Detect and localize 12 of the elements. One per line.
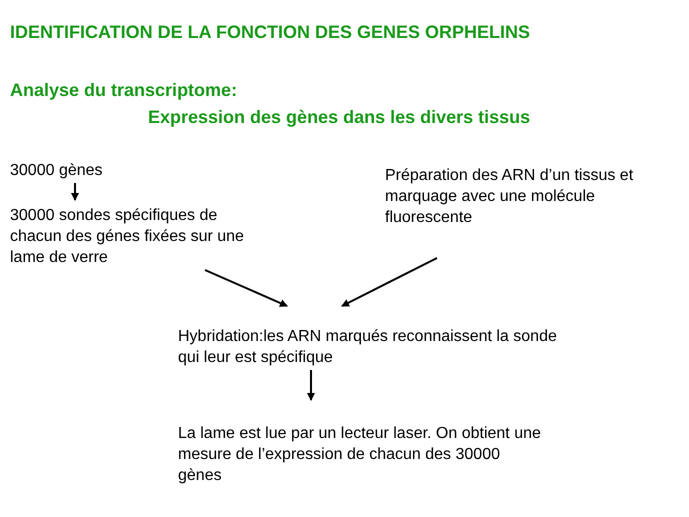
arrow bbox=[204, 269, 288, 307]
node-text: Hybridation:les ARN marqués reconnaissent la sonde qui leur est spécifique bbox=[178, 327, 558, 368]
subtitle: Analyse du transcriptome: bbox=[10, 80, 238, 101]
node-text: 30000 gènes bbox=[10, 161, 104, 181]
node-text: La lame est lue par un lecteur laser. On obtient une mesure de l’expression de chacun des 30000 gènes bbox=[178, 424, 542, 486]
node-text: Préparation des ARN d’un tissus et marquage avec une molécule fluorescente bbox=[385, 166, 634, 228]
title: IDENTIFICATION DE LA FONCTION DES GENES ORPHELINS bbox=[10, 22, 530, 43]
arrow bbox=[71, 183, 79, 201]
arrow bbox=[307, 370, 315, 401]
node-text: 30000 sondes spécifiques de chacun des génes fixées sur une lame de verre bbox=[10, 206, 245, 268]
subtitle: Expression des gènes dans les divers tissus bbox=[148, 107, 530, 128]
arrow bbox=[341, 257, 438, 307]
